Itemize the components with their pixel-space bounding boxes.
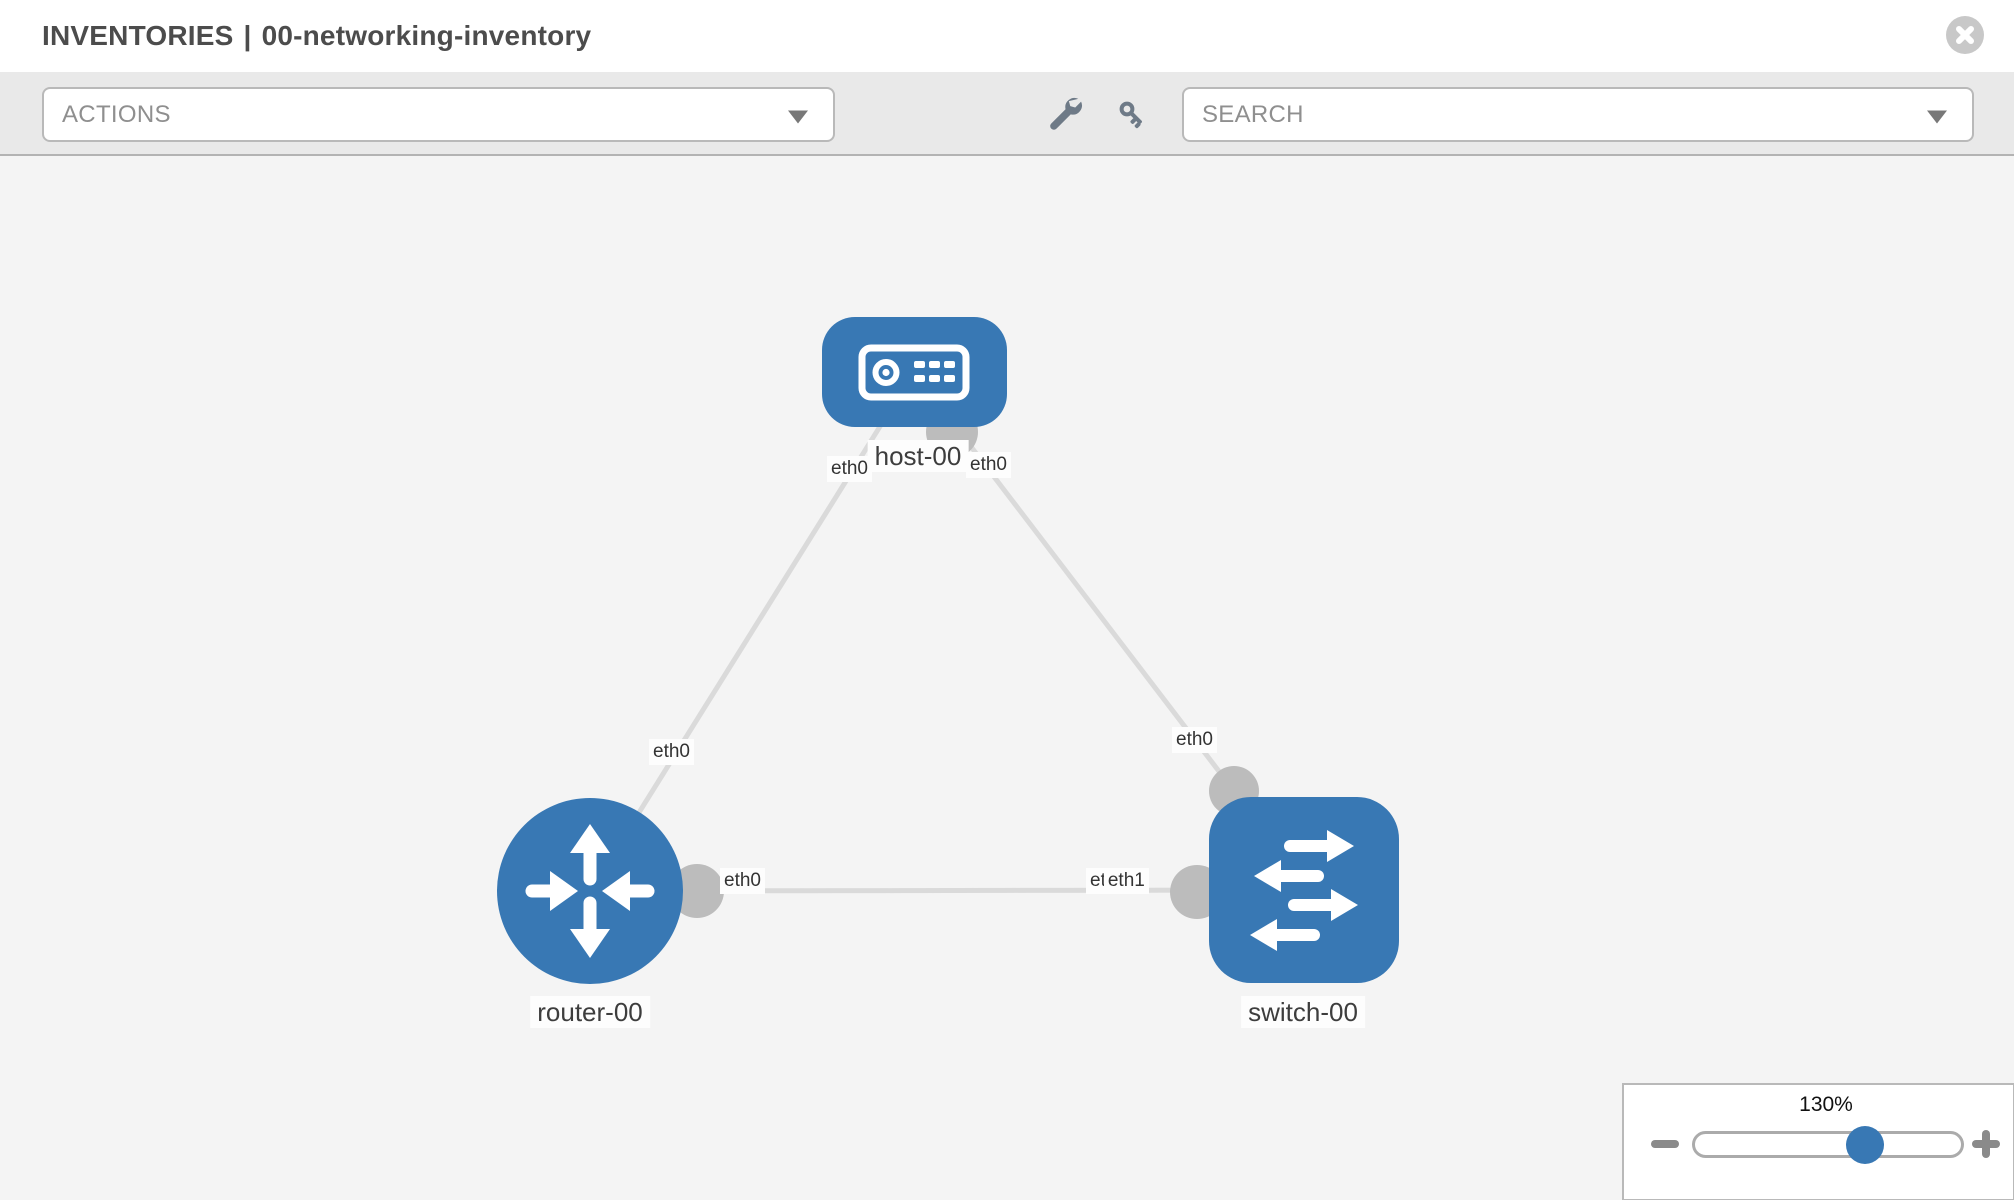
node-switch-00[interactable] bbox=[1209, 797, 1399, 983]
node-label-router-00: router-00 bbox=[530, 996, 650, 1028]
breadcrumb-inventory-name: 00-networking-inventory bbox=[261, 20, 592, 51]
interface-label-router-eth0-mid: eth0 bbox=[720, 868, 765, 894]
zoom-out-button[interactable] bbox=[1651, 1140, 1679, 1148]
zoom-control-panel: 130% bbox=[1622, 1083, 2014, 1200]
server-icon bbox=[858, 344, 970, 401]
breadcrumb-section: INVENTORIES bbox=[42, 20, 234, 51]
chevron-down-icon bbox=[1927, 109, 1947, 123]
actions-dropdown[interactable]: ACTIONS bbox=[42, 87, 835, 142]
topology-graph bbox=[497, 317, 1399, 984]
close-button[interactable] bbox=[1946, 16, 1984, 54]
breadcrumb-separator: | bbox=[243, 20, 252, 51]
node-label-switch-00: switch-00 bbox=[1241, 996, 1365, 1028]
interface-label-switch-eth1: eth1 bbox=[1103, 868, 1149, 894]
node-host-00[interactable] bbox=[822, 317, 1007, 427]
topology-canvas[interactable]: eth0 eth0 eth0 eth0 eth0 et eth1 host-00… bbox=[0, 156, 2014, 1200]
search-placeholder: SEARCH bbox=[1202, 100, 1304, 128]
header: INVENTORIES | 00-networking-inventory bbox=[0, 0, 2014, 72]
switch-icon bbox=[1250, 830, 1358, 951]
connector-router-eth0[interactable] bbox=[670, 864, 724, 918]
toolbar: ACTIONS bbox=[0, 72, 2014, 156]
search-dropdown[interactable]: SEARCH bbox=[1182, 87, 1974, 142]
wrench-icon bbox=[1048, 98, 1084, 136]
zoom-level-value: 130% bbox=[1799, 1093, 1853, 1116]
connectors-layer bbox=[670, 406, 1259, 919]
page-title: INVENTORIES | 00-networking-inventory bbox=[42, 20, 591, 52]
interface-label-switch-eth0-top: eth0 bbox=[1172, 727, 1217, 753]
wrench-button[interactable] bbox=[1048, 96, 1084, 132]
key-button[interactable] bbox=[1114, 96, 1150, 132]
router-icon bbox=[525, 824, 655, 958]
zoom-slider-track[interactable] bbox=[1692, 1131, 1964, 1158]
node-router-00[interactable] bbox=[497, 798, 683, 984]
actions-dropdown-label: ACTIONS bbox=[62, 100, 171, 128]
node-label-host-00: host-00 bbox=[867, 440, 969, 472]
chevron-down-icon bbox=[788, 109, 808, 123]
interface-label-host-eth0-left: eth0 bbox=[827, 456, 872, 482]
interface-label-switch-obscured: et bbox=[1086, 868, 1106, 894]
interface-label-host-eth0-right: eth0 bbox=[966, 452, 1011, 478]
zoom-slider-thumb[interactable] bbox=[1846, 1126, 1884, 1164]
interface-label-switch-mid-group: et eth1 bbox=[1086, 868, 1149, 894]
interface-label-router-eth0-top: eth0 bbox=[649, 739, 694, 765]
zoom-in-button[interactable] bbox=[1971, 1129, 2001, 1159]
key-icon bbox=[1114, 101, 1150, 136]
